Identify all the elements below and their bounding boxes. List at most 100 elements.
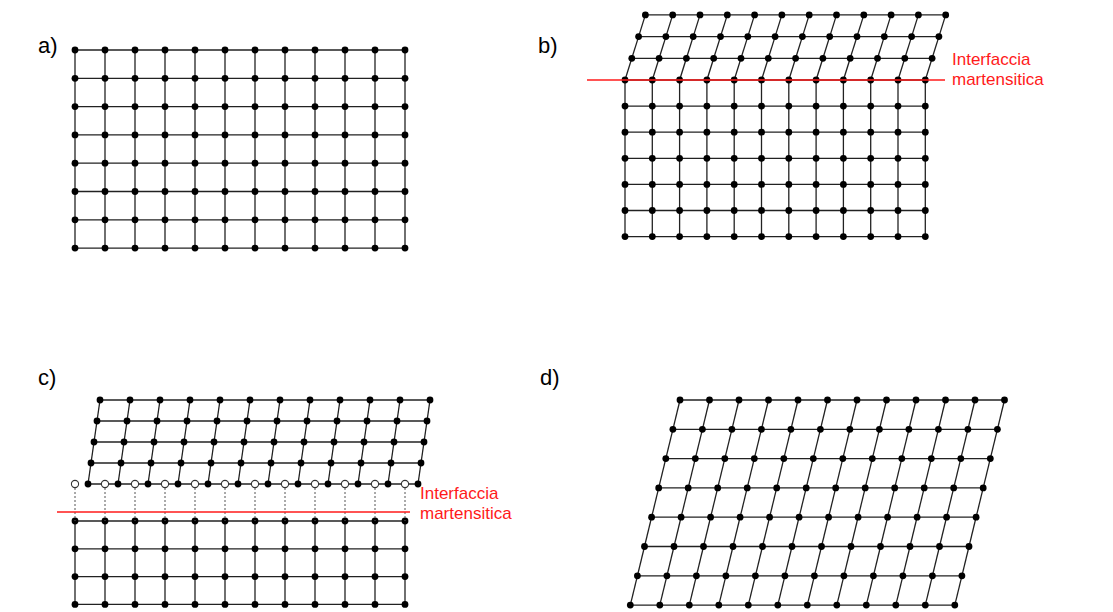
lattice-column (968, 400, 975, 429)
atom (693, 572, 700, 579)
atom (247, 397, 254, 404)
atom (744, 485, 751, 492)
lattice-column (719, 576, 726, 605)
atom (372, 160, 379, 167)
atom (839, 455, 846, 462)
atom (951, 602, 958, 609)
lattice-column (777, 459, 784, 488)
lattice-column (660, 576, 667, 605)
atom (670, 426, 677, 433)
lattice-column (284, 78, 285, 106)
lattice-column (74, 521, 75, 549)
atom (372, 601, 379, 608)
lattice-row (673, 429, 998, 430)
lattice-column (314, 78, 315, 106)
lattice-column (104, 107, 105, 135)
lattice-column (224, 50, 225, 78)
lattice-column (788, 132, 789, 158)
atom (132, 601, 139, 608)
atom (187, 397, 194, 404)
lattice-column (850, 37, 857, 59)
lattice-column (344, 521, 345, 549)
atom (707, 514, 714, 521)
atom (132, 160, 139, 167)
lattice-column (104, 577, 105, 605)
lattice-column (997, 400, 1004, 429)
atom (102, 601, 109, 608)
atom (252, 75, 259, 82)
lattice-column (931, 429, 938, 458)
lattice-column (224, 192, 225, 220)
lattice-column (816, 58, 823, 80)
atom (265, 481, 272, 488)
atom (900, 572, 907, 579)
atom (192, 601, 199, 608)
lattice-column (652, 106, 653, 132)
atom (178, 460, 185, 467)
lattice-row (645, 14, 945, 15)
atom (162, 188, 169, 195)
atom (847, 55, 854, 62)
atom (796, 514, 803, 521)
lattice-row (625, 184, 925, 185)
lattice-column (706, 158, 707, 184)
lattice-column (667, 547, 674, 576)
atom (418, 460, 425, 467)
lattice-row (666, 458, 991, 459)
atom (813, 129, 820, 136)
panel-label: a) (38, 33, 58, 59)
lattice-column (917, 488, 924, 517)
atom (729, 426, 736, 433)
atom (895, 129, 902, 136)
lattice-column (792, 517, 799, 546)
atom (402, 601, 409, 608)
atom (825, 514, 832, 521)
lattice-column (732, 400, 739, 429)
atom (649, 233, 656, 240)
lattice-column (707, 58, 714, 80)
lattice-column (888, 488, 895, 517)
lattice-column (910, 517, 917, 546)
lattice-column (679, 132, 680, 158)
lattice-column (897, 184, 898, 210)
vacant-site (191, 480, 198, 487)
lattice-column (761, 184, 762, 210)
atom (277, 397, 284, 404)
atom (895, 155, 902, 162)
atom (192, 545, 199, 552)
lattice-column (374, 163, 375, 191)
lattice-column (679, 106, 680, 132)
atom (826, 33, 833, 40)
lattice-row (75, 106, 405, 107)
atom (704, 233, 711, 240)
lattice-row (75, 520, 405, 521)
lattice-column (284, 163, 285, 191)
atom (102, 160, 109, 167)
atom (867, 207, 874, 214)
atom (730, 543, 737, 550)
atom (312, 75, 319, 82)
vacant-site (221, 480, 228, 487)
atom (676, 181, 683, 188)
lattice-column (768, 37, 775, 59)
atom (102, 103, 109, 110)
lattice-row (632, 58, 932, 59)
atom (181, 439, 188, 446)
lattice-column (898, 58, 905, 80)
lattice-column (624, 106, 625, 132)
atom (855, 514, 862, 521)
atom (217, 397, 224, 404)
interface-line (587, 79, 945, 81)
atom (869, 455, 876, 462)
interface-label: Interfaccia martensitica (952, 50, 1072, 91)
atom (867, 129, 874, 136)
lattice-column (74, 192, 75, 220)
atom (85, 481, 92, 488)
lattice-column (374, 50, 375, 78)
lattice-column (896, 576, 903, 605)
lattice-column (624, 184, 625, 210)
atom (72, 188, 79, 195)
lattice-column (806, 459, 813, 488)
atom (785, 129, 792, 136)
lattice-column (344, 163, 345, 191)
